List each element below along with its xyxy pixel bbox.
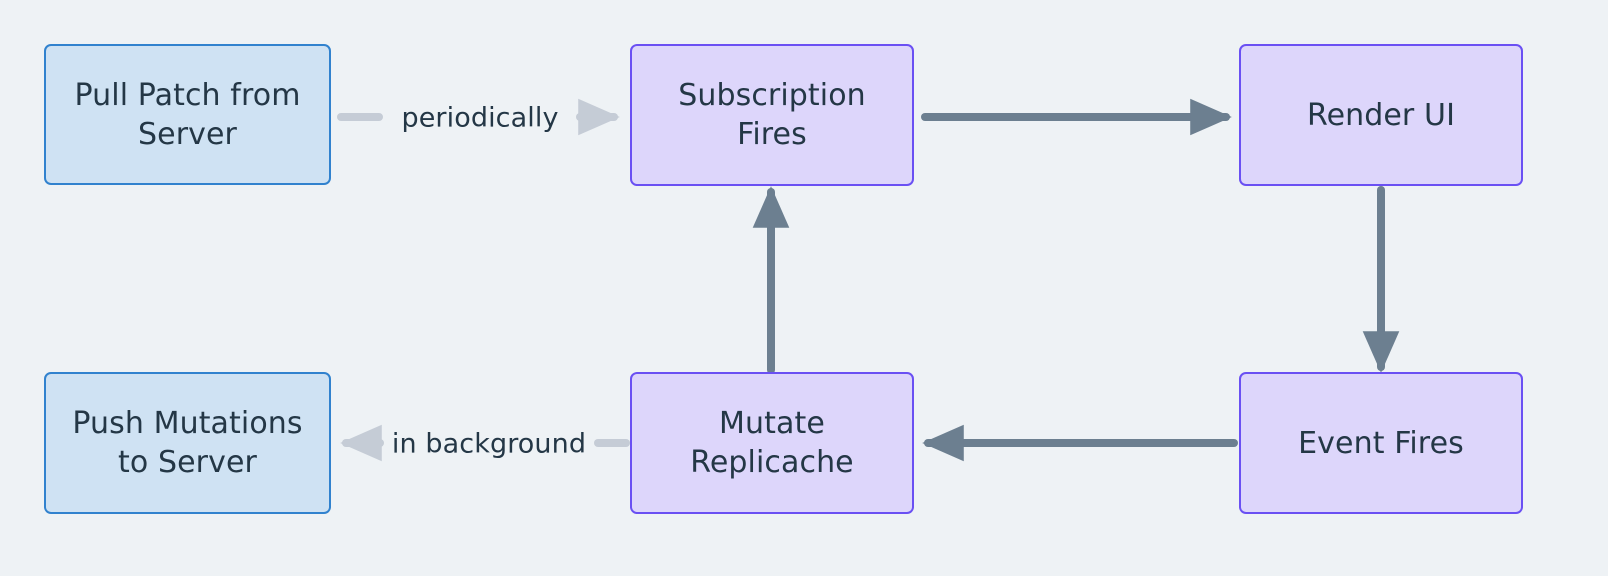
node-render-ui[interactable]: Render UI <box>1239 44 1523 186</box>
node-render-ui-label: Render UI <box>1306 97 1456 133</box>
node-event-fires[interactable]: Event Fires <box>1239 372 1523 514</box>
node-subscription-fires-label: Subscription Fires <box>678 78 866 152</box>
node-pull-patch-label: Pull Patch from Server <box>74 77 301 152</box>
edge-label-periodically: periodically <box>401 102 559 134</box>
node-push-mutations-label: Push Mutations to Server <box>72 406 303 480</box>
node-push-mutations[interactable]: Push Mutations to Server <box>44 372 331 514</box>
edge-label-in-background: in background <box>391 428 587 460</box>
node-mutate-replicache-label: Mutate Replicache <box>690 406 854 480</box>
node-event-fires-label: Event Fires <box>1298 425 1464 461</box>
node-subscription-fires[interactable]: Subscription Fires <box>630 44 914 186</box>
node-mutate-replicache[interactable]: Mutate Replicache <box>630 372 914 514</box>
node-pull-patch[interactable]: Pull Patch from Server <box>44 44 331 185</box>
